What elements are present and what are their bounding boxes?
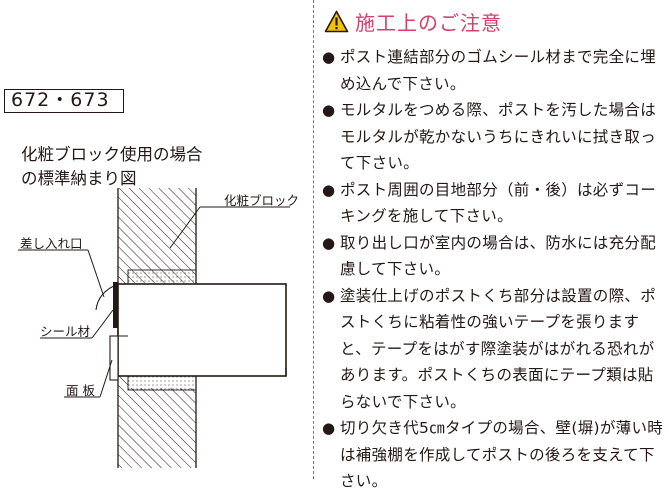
- label-face-plate: 面 板: [66, 383, 95, 398]
- diagram-title-line-1: 化粧ブロック使用の場合: [21, 145, 203, 164]
- warning-triangle-icon: [324, 10, 349, 32]
- label-slot: 差し入れ口: [20, 236, 83, 251]
- leader-lines: [18, 206, 290, 398]
- notes-header: 施工上のご注意: [324, 6, 502, 36]
- label-decorative-block: 化粧ブロック: [224, 193, 300, 208]
- post-body: [117, 283, 287, 377]
- model-number: 672・673: [4, 89, 124, 113]
- note-item: ポスト周囲の目地部分（前・後）は必ずコーキングを施して下さい。: [322, 177, 667, 230]
- diagram-title: 化粧ブロック使用の場合 の標準納まり図: [21, 143, 203, 191]
- diagram-title-line-2: の標準納まり図: [21, 169, 137, 188]
- note-item: モルタルをつめる際、ポストを汚した場合はモルタルが乾かないうちにきれいに拭き取っ…: [322, 97, 667, 177]
- note-item: ポスト連結部分のゴムシール材まで完全に埋め込んで下さい。: [322, 44, 667, 97]
- notes-title: 施工上のご注意: [355, 10, 502, 35]
- note-item: 取り出し口が室内の場合は、防水には充分配慮して下さい。: [322, 230, 667, 283]
- note-item: 切り欠き代5㎝タイプの場合、壁(塀)が薄い時は補強棚を作成してポストの後ろを支え…: [322, 415, 667, 495]
- face-plate: [109, 335, 128, 381]
- label-seal: シール材: [40, 324, 91, 339]
- notes-list: ポスト連結部分のゴムシール材まで完全に埋め込んで下さい。 モルタルをつめる際、ポ…: [322, 44, 667, 495]
- installation-diagram: [18, 188, 290, 468]
- note-item: 塗装仕上げのポストくち部分は設置の際、ポストくちに粘着性の強いテープを張りますと…: [322, 283, 667, 416]
- column-divider: [313, 0, 314, 479]
- seal-material: [113, 282, 118, 328]
